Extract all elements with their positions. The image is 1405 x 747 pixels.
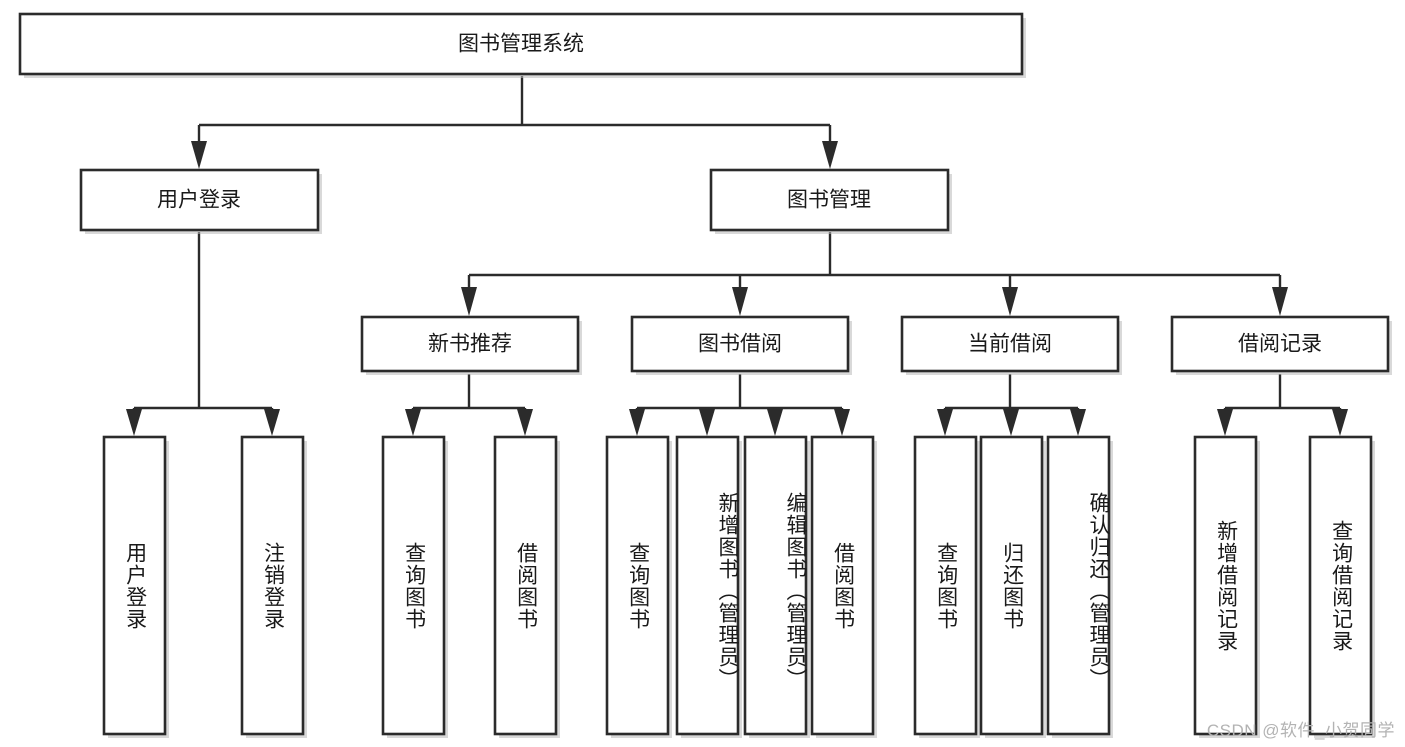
arrow-head-bookmgmt xyxy=(822,141,838,169)
arrow-head-bb-c1 xyxy=(629,409,645,436)
level2-node-0-label: 用户登录 xyxy=(157,189,241,212)
arrow-head-bm-c2 xyxy=(732,287,748,316)
arrow-head-br-c2 xyxy=(1332,409,1348,436)
level3-node-0-box[interactable] xyxy=(360,315,580,373)
leaf-current-borrow-1-box[interactable] xyxy=(979,435,1044,736)
arrow-head-bm-c4 xyxy=(1272,287,1288,316)
level2-node-1-label: 图书管理 xyxy=(787,189,871,212)
arrow-head-login-c1 xyxy=(126,409,142,436)
leaf-borrow-record-1-box[interactable] xyxy=(1308,435,1373,736)
level2-node-0-box[interactable] xyxy=(79,168,320,232)
node-group: 图书管理系统 用户登录 图书管理 新书推荐 图书借阅 当前借阅 xyxy=(18,12,1392,738)
level3-node-3-label: 借阅记录 xyxy=(1238,333,1322,356)
leaf-book-borrow-2-box[interactable] xyxy=(743,435,808,736)
root-node-box[interactable] xyxy=(18,12,1024,76)
leaf-current-borrow-0-box[interactable] xyxy=(913,435,978,736)
arrow-head-cb-c3 xyxy=(1070,409,1086,436)
leaf-book-borrow-0-box[interactable] xyxy=(605,435,670,736)
arrow-head-br-c1 xyxy=(1217,409,1233,436)
leaf-book-borrow-3-box[interactable] xyxy=(810,435,875,736)
leaf-new-book-0-box[interactable] xyxy=(381,435,446,736)
arrow-head-cb-c1 xyxy=(937,409,953,436)
csdn-watermark: CSDN @软件_小贺同学 xyxy=(1206,721,1395,740)
arrow-head-bb-c2 xyxy=(699,409,715,436)
arrow-head-nbr-c1 xyxy=(405,409,421,436)
arrow-head-login xyxy=(191,141,207,169)
arrow-head-cb-c2 xyxy=(1003,409,1019,436)
leaf-user-login-1-box[interactable] xyxy=(240,435,305,736)
edge-group xyxy=(126,76,1348,436)
leaf-borrow-record-0-box[interactable] xyxy=(1193,435,1258,736)
level3-node-1-box[interactable] xyxy=(630,315,850,373)
leaf-user-login-0-box[interactable] xyxy=(102,435,167,736)
level3-node-3-box[interactable] xyxy=(1170,315,1390,373)
level3-node-2-label: 当前借阅 xyxy=(968,333,1052,356)
arrow-head-bm-c1 xyxy=(461,287,477,316)
level3-node-1-label: 图书借阅 xyxy=(698,333,782,356)
arrow-head-bb-c4 xyxy=(834,409,850,436)
arrow-head-login-c2 xyxy=(264,409,280,436)
level2-node-1-box[interactable] xyxy=(709,168,950,232)
leaf-current-borrow-2-box[interactable] xyxy=(1046,435,1111,736)
arrow-head-bm-c3 xyxy=(1002,287,1018,316)
arrow-head-nbr-c2 xyxy=(517,409,533,436)
level3-node-2-box[interactable] xyxy=(900,315,1120,373)
arrow-head-bb-c3 xyxy=(767,409,783,436)
level3-node-0-label: 新书推荐 xyxy=(428,333,512,356)
leaf-book-borrow-1-box[interactable] xyxy=(675,435,740,736)
leaf-new-book-1-box[interactable] xyxy=(493,435,558,736)
root-node-label: 图书管理系统 xyxy=(458,33,584,56)
